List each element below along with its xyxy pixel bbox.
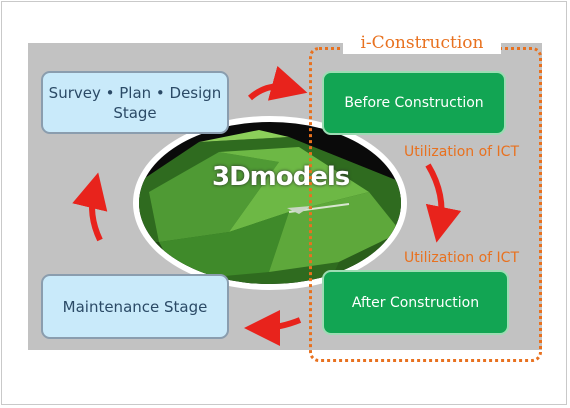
center-label-3dmodels: 3Dmodels [212,162,350,192]
cycle-arrow-icon [248,65,308,101]
before-construction-box: Before Construction [322,71,506,135]
ict-label-bottom: Utilization of ICT [404,250,520,266]
survey-stage-label-line2: Stage [113,103,157,122]
before-construction-label: Before Construction [344,95,484,111]
cycle-arrow-icon [244,309,302,346]
maintenance-stage-box: Maintenance Stage [41,274,229,339]
after-construction-label: After Construction [351,294,480,311]
survey-stage-label-line1: Survey • Plan • Design [48,83,222,102]
model-image [139,122,401,284]
cycle-arrow-icon [425,163,462,243]
maintenance-stage-label: Maintenance Stage [62,297,208,316]
cycle-arrow-icon [72,172,108,242]
survey-plan-design-stage-box: Survey • Plan • Design Stage [41,71,229,134]
ict-label-top: Utilization of ICT [404,144,520,160]
terrain-model-illustration [139,130,401,284]
diagram-title: i-Construction [343,32,501,54]
after-construction-box: After Construction [322,270,509,335]
